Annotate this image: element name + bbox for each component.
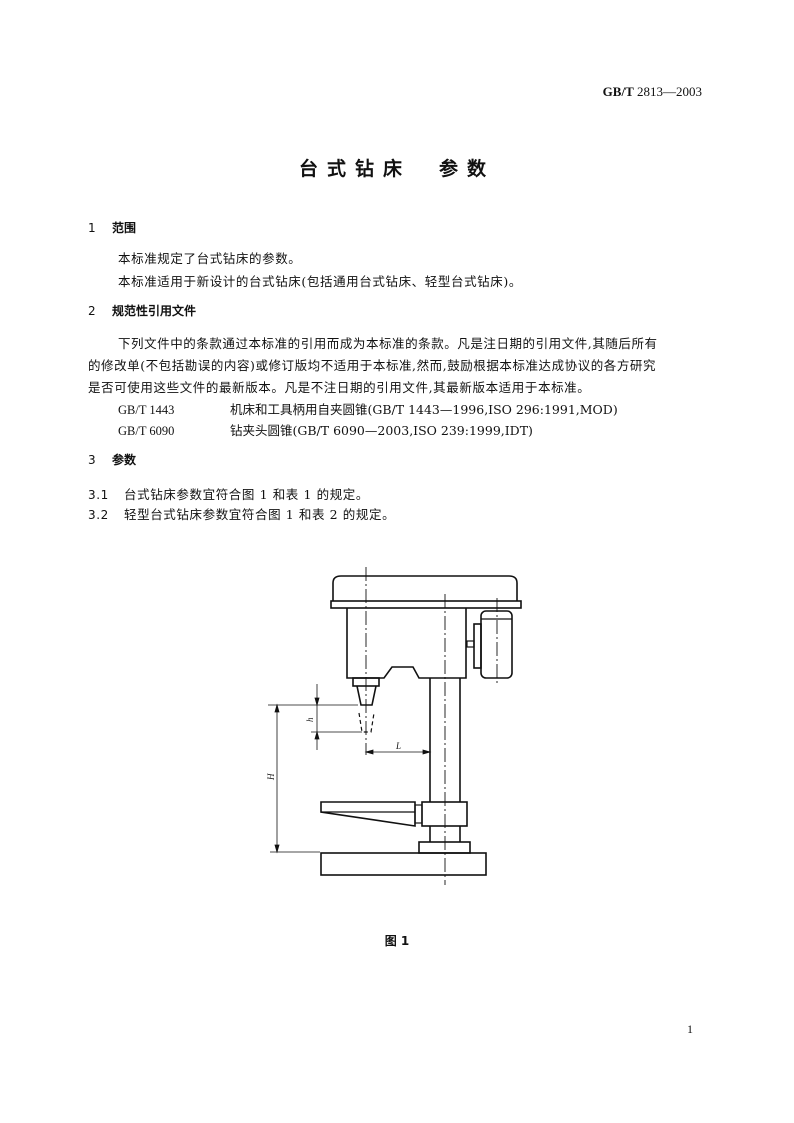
dim-label-l: L: [395, 741, 401, 751]
title-part-2: 参数: [439, 158, 496, 180]
motor: [480, 610, 513, 679]
reference-code: GB/T 1443: [118, 403, 175, 417]
base-plate: [320, 852, 487, 876]
section-2-line-2: 的修改单(不包括勘误的内容)或修订版均不适用于本标准,然而,鼓励根据本标准达成协…: [88, 358, 657, 373]
drill-ghost: [358, 712, 375, 733]
section-2-line-1: 下列文件中的条款通过本标准的引用而成为本标准的条款。凡是注日期的引用文件,其随后…: [118, 336, 658, 351]
dim-label-H: H: [266, 773, 276, 781]
reference-text: 机床和工具柄用自夹圆锥(GB/T 1443—1996,ISO 296:1991,…: [230, 402, 618, 417]
column-base-collar: [418, 841, 471, 854]
standard-prefix: GB/T: [602, 84, 634, 99]
section-1-paragraph-2: 本标准适用于新设计的台式钻床(包括通用台式钻床、轻型台式钻床)。: [118, 274, 522, 289]
standard-number: GB/T 2813—2003: [0, 84, 702, 100]
table-arm: [320, 801, 416, 827]
head-cover: [332, 575, 518, 601]
head-flange: [330, 600, 522, 609]
page-title: 台式钻床 参数: [0, 154, 794, 181]
chuck-taper: [356, 685, 377, 706]
reference-code: GB/T 6090: [118, 424, 175, 438]
dim-label-h: h: [305, 717, 315, 722]
page-number: 1: [687, 1022, 693, 1036]
reference-item: GB/T 6090 钻夹头圆锥(GB/T 6090—2003,ISO 239:19…: [118, 420, 533, 439]
motor-mount: [473, 623, 482, 669]
table-block: [421, 801, 468, 827]
figure-caption: 图 1: [384, 934, 410, 948]
reference-item: GB/T 1443 机床和工具柄用自夹圆锥(GB/T 1443—1996,ISO …: [118, 399, 618, 418]
standard-code: 2813—2003: [637, 84, 702, 99]
head-body: [346, 608, 467, 679]
section-2-line-3: 是否可使用这些文件的最新版本。凡是不注日期的引用文件,其最新版本适用于本标准。: [88, 380, 591, 395]
section-1-paragraph-1: 本标准规定了台式钻床的参数。: [118, 251, 302, 266]
arm-collar: [414, 804, 423, 824]
title-part-1: 台式钻床: [298, 158, 411, 180]
motor-connector: [466, 640, 475, 648]
reference-text: 钻夹头圆锥(GB/T 6090—2003,ISO 239:1999,IDT): [230, 423, 533, 438]
